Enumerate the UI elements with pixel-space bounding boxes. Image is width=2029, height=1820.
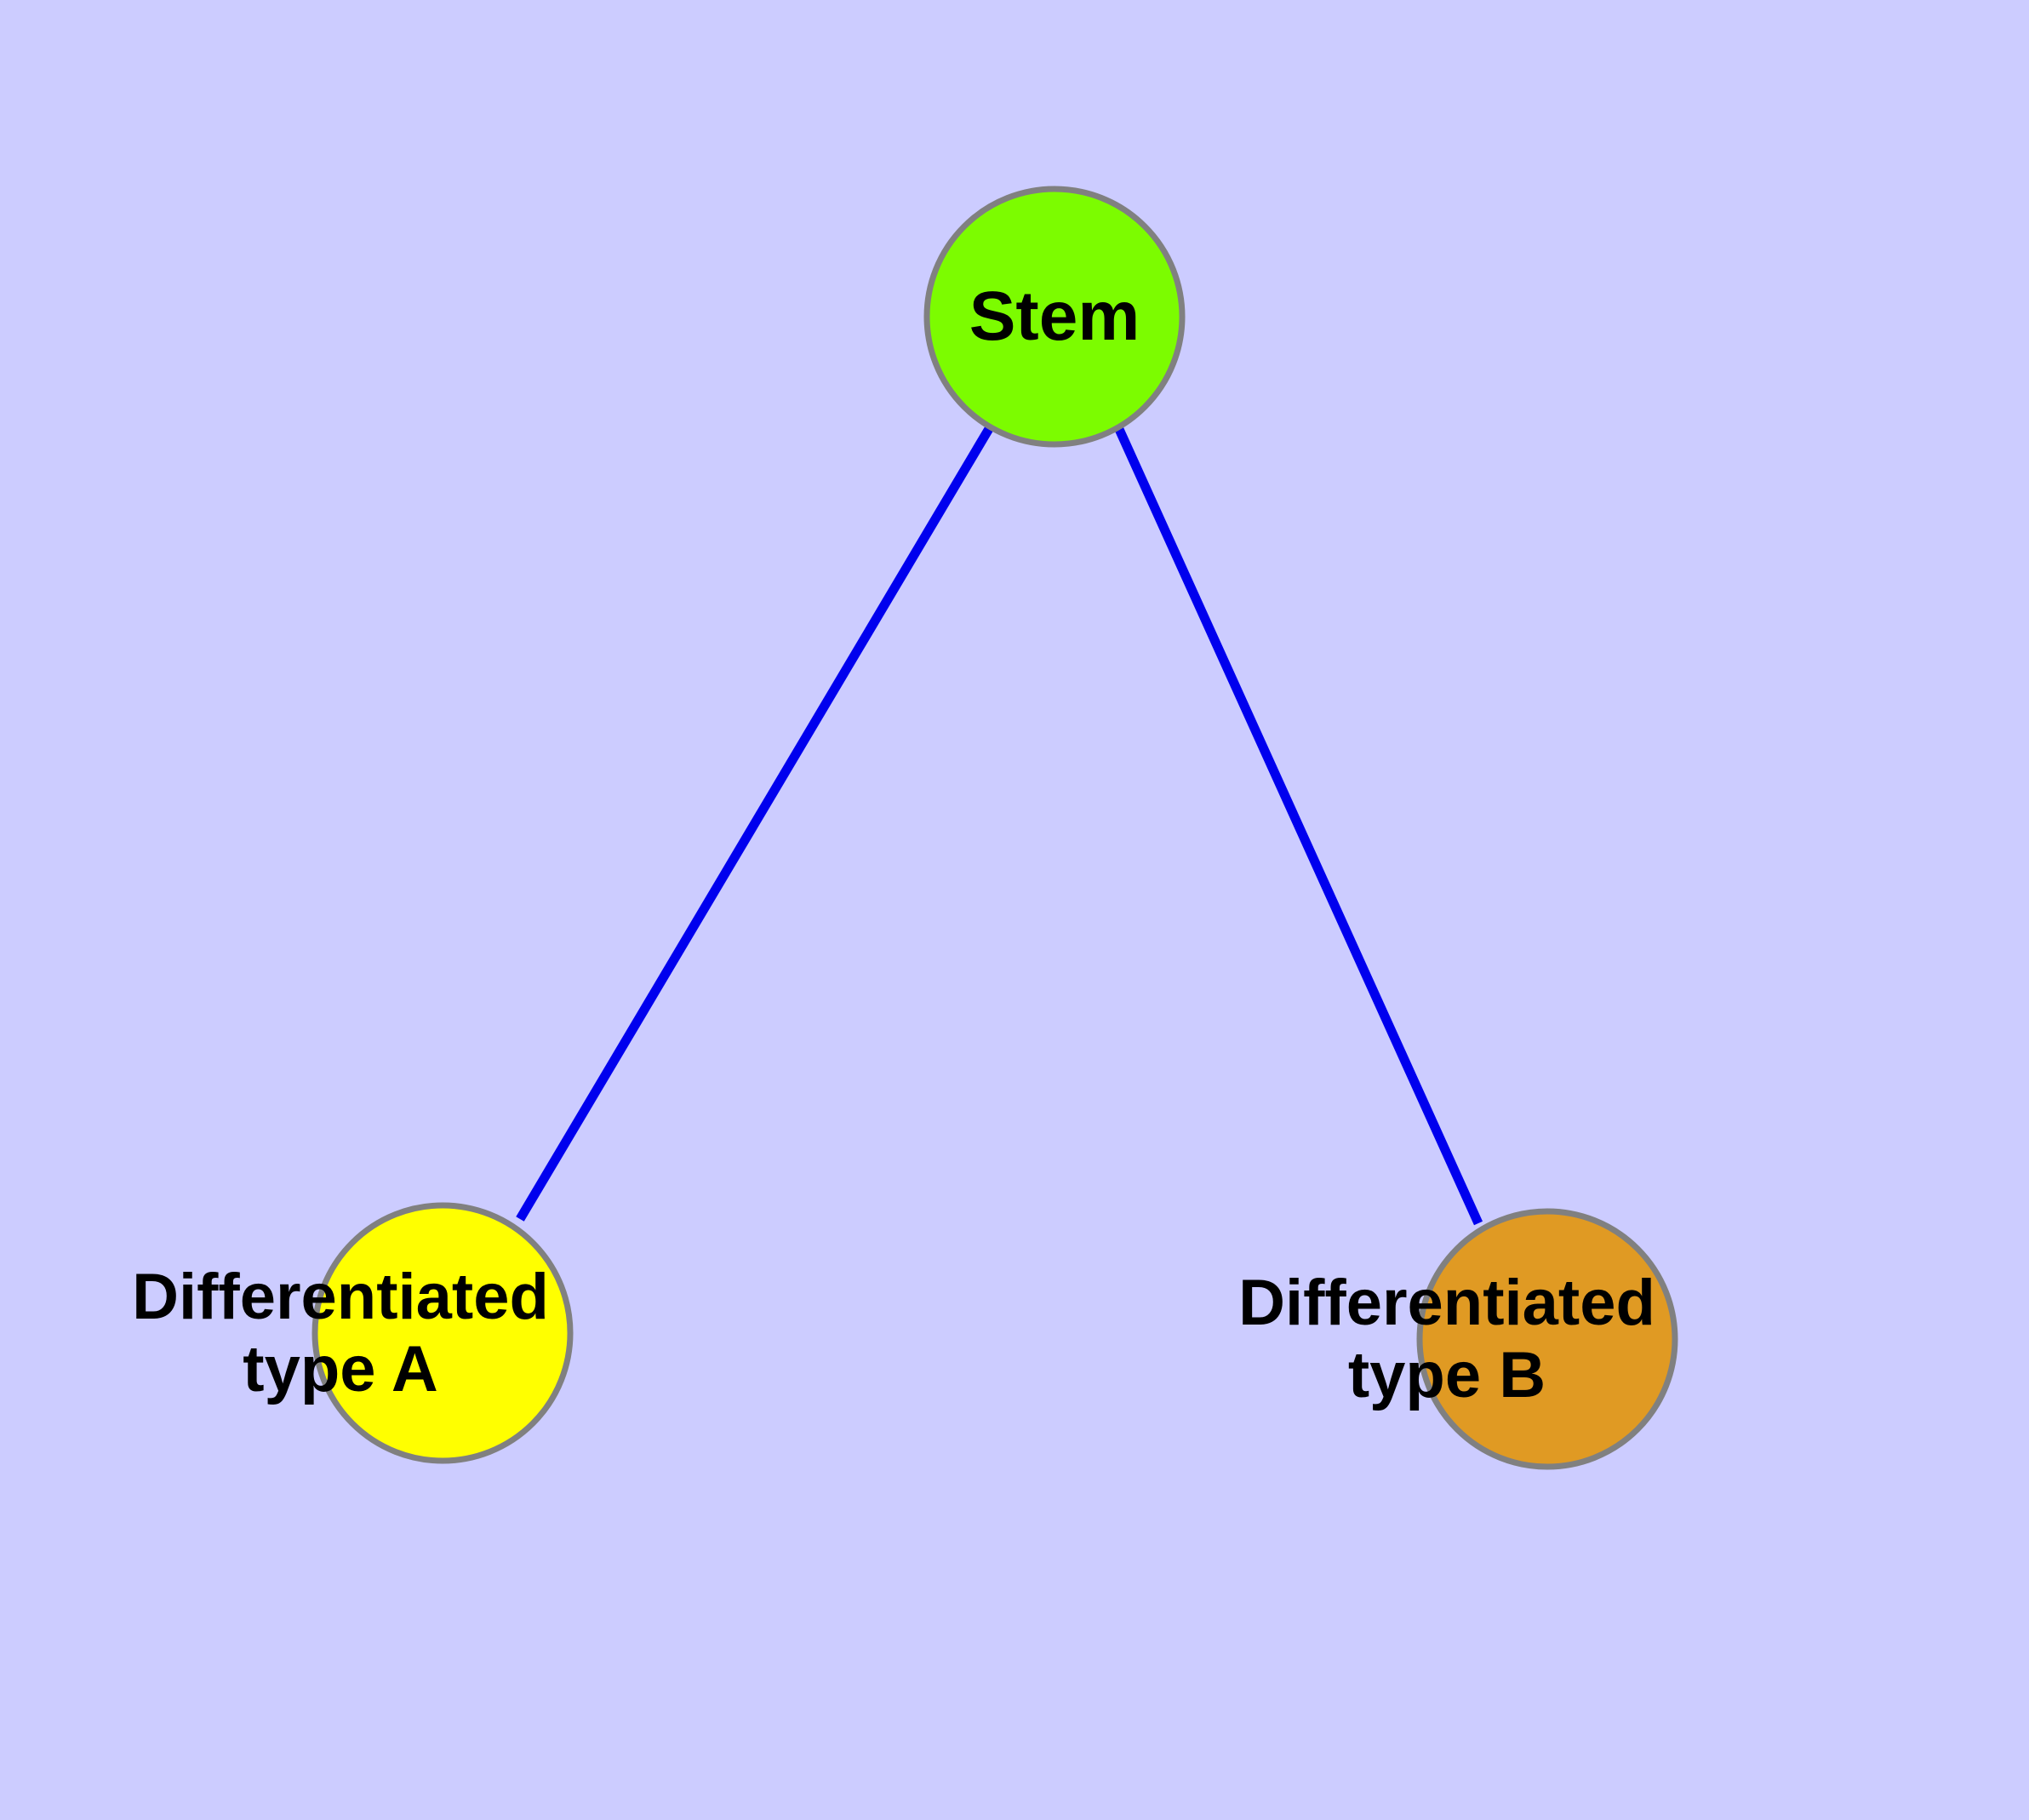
- edge-stem-to-diff-a[interactable]: [516, 425, 994, 1222]
- edge-stem-to-diff-b[interactable]: [1113, 425, 1483, 1226]
- node-stem[interactable]: [923, 186, 1186, 448]
- node-layer: [311, 186, 1678, 1470]
- node-diff-a[interactable]: [311, 1202, 574, 1464]
- node-diff-b[interactable]: [1416, 1208, 1678, 1470]
- edge-layer: [516, 425, 1483, 1226]
